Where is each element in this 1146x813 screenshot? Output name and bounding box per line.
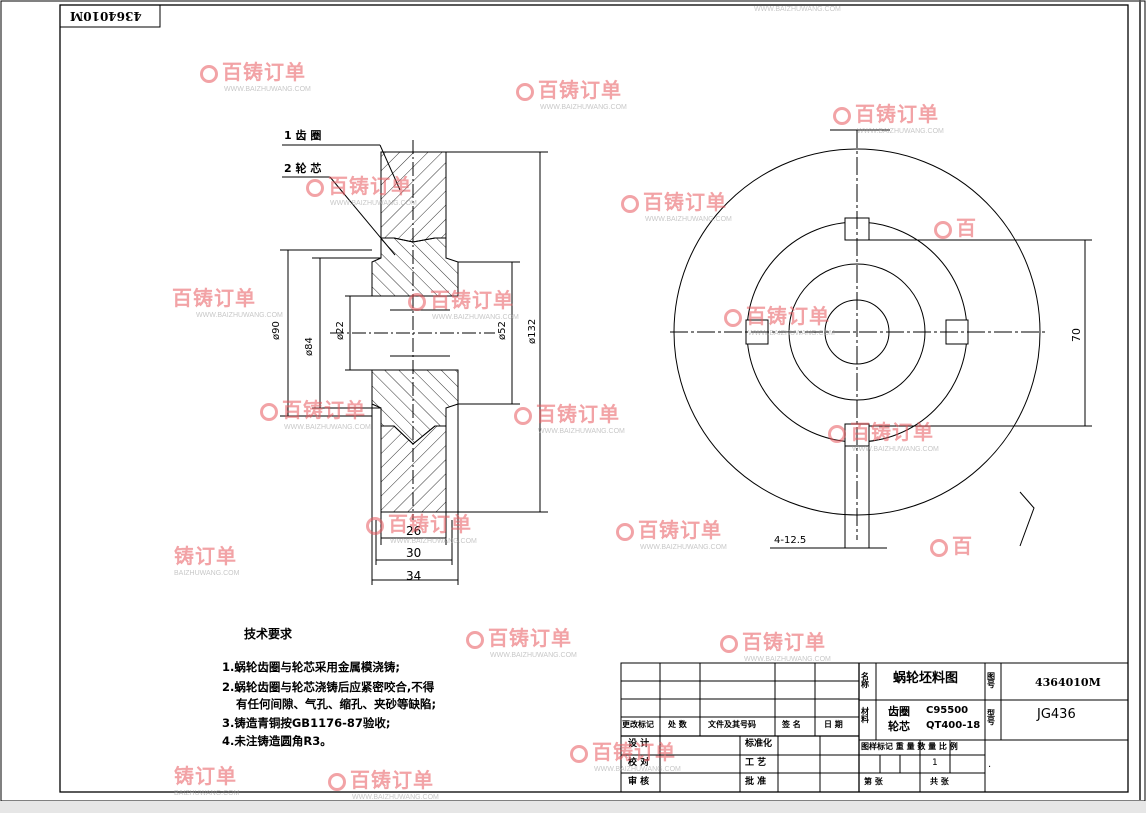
tb-review: 审 核 [628,777,650,787]
tb-process: 工 艺 [745,758,767,768]
lower-rim-section [380,425,447,513]
tb-drawing-no-label: 图号 [987,672,995,689]
tb-part-name: 蜗轮坯料图 [893,671,959,686]
tb-material-label: 材料 [861,707,869,724]
dim-d90: ø90 [271,321,282,340]
tb-design: 设 计 [628,739,650,749]
requirement-item-2: 2.蜗轮齿圈与轮芯浇铸后应紧密咬合,不得 [222,680,435,694]
tb-approve: 批 准 [745,777,767,787]
tb-standardization: 标准化 [745,739,773,749]
drawing-border [59,4,1129,793]
requirement-item-3: 3.铸造青铜按GB1176-87验收; [222,716,391,730]
tb-scale-headers: 图样标记 重 量 数 量 比 例 [861,742,958,751]
tb-drawing-no: 4364010M [1035,676,1101,689]
requirements-heading: 技术要求 [244,627,293,641]
tb-material-core: 轮芯 [888,720,910,733]
tb-check: 校 对 [628,758,650,768]
dim-width-26: 26 [406,524,422,538]
dim-width-30: 30 [406,546,422,560]
tb-rev-header-sign: 签 名 [782,720,801,729]
dim-d84: ø84 [304,337,315,356]
dim-keyway: 4-12.5 [774,535,807,546]
tb-rev-header-count: 处 数 [668,720,687,729]
tb-material-ring-grade: C95500 [926,705,969,716]
tb-rev-header-date: 日 期 [824,720,843,729]
upper-core-section [371,237,459,297]
tb-sheet-no: 第 张 [864,777,883,786]
tb-model-label: 型号 [987,709,995,726]
title-block [620,662,1129,793]
requirement-item-2-cont: 有任何间隙、气孔、缩孔、夹砂等缺陷; [236,697,437,711]
tb-quantity: 1 [932,758,938,768]
bottom-strip [0,801,1146,813]
mirrored-number-box [59,4,161,28]
mirrored-drawing-number: 4364010M [70,9,142,23]
dim-d52: ø52 [497,321,508,340]
dim-d22: ø22 [335,321,346,340]
front-view [670,129,1092,549]
tb-sheet-total: 共 张 [930,777,949,786]
dim-70: 70 [1070,328,1083,342]
dim-d132: ø132 [527,318,538,344]
part-label-gear-ring: 1 齿 圈 [284,129,322,142]
tb-material-core-grade: QT400-18 [926,720,981,731]
requirement-item-1: 1.蜗轮齿圈与轮芯采用金属模浇铸; [222,660,400,674]
tb-name-label: 名称 [861,672,869,689]
tb-model-value: JG436 [1037,707,1076,722]
dim-width-34: 34 [406,569,422,583]
tb-dot: . [988,759,992,770]
section-view [280,140,548,585]
requirement-item-4: 4.未注铸造圆角R3。 [222,734,332,748]
tb-rev-header-mark: 更改标记 [622,720,654,729]
tb-material-ring: 齿圈 [888,705,910,718]
tb-rev-header-doc: 文件及其号码 [708,720,756,729]
part-label-core: 2 轮 芯 [284,162,322,175]
